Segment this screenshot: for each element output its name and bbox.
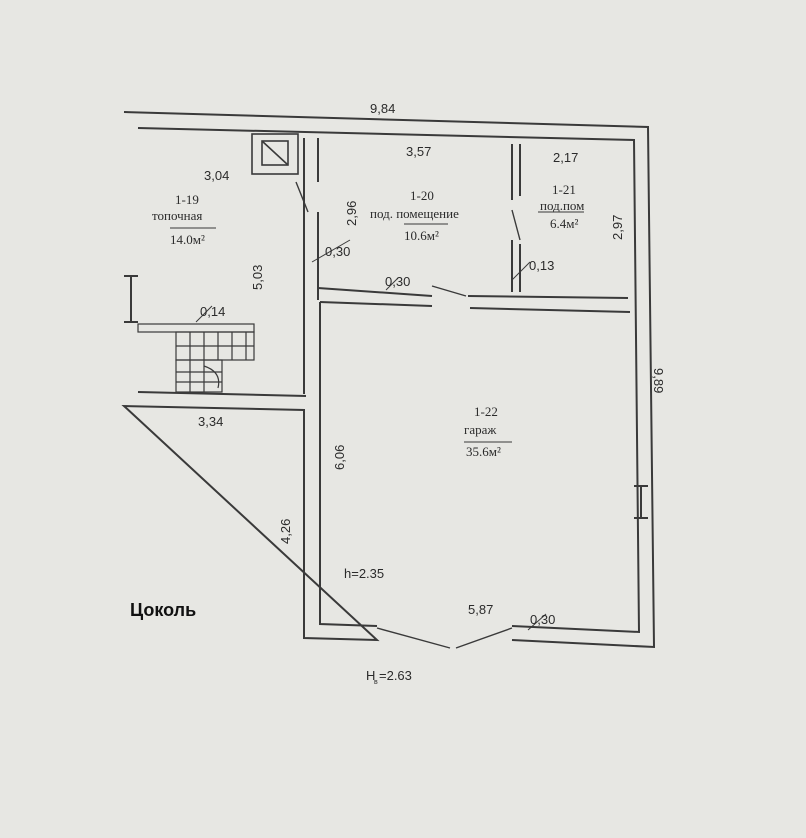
dim-room20-depth: 2,96 bbox=[344, 201, 359, 226]
dim-outer-wall: 0,30 bbox=[530, 612, 555, 627]
dim-room19-width: 3,04 bbox=[204, 168, 229, 183]
room-area: 35.6м² bbox=[466, 444, 501, 459]
dim-wall-19-20: 0,30 bbox=[325, 244, 350, 259]
room-id: 1-19 bbox=[175, 192, 199, 207]
room-id: 1-20 bbox=[410, 188, 434, 203]
dim-left-lower: 4,26 bbox=[278, 519, 293, 544]
room-1-21: 1-21 под.пом 6.4м² bbox=[540, 182, 584, 231]
dim-room20-width: 3,57 bbox=[406, 144, 431, 159]
dim-total-width: 9,84 bbox=[370, 101, 395, 116]
staircase bbox=[137, 323, 255, 393]
room-name: под.пом bbox=[540, 198, 584, 213]
room-area: 14.0м² bbox=[170, 232, 205, 247]
outer-height: H =2.63 bbox=[366, 668, 412, 683]
room-id: 1-22 bbox=[474, 404, 498, 419]
floor-title: Цоколь bbox=[130, 600, 197, 620]
inner-height: h=2.35 bbox=[344, 566, 384, 581]
dim-garage-width: 5,87 bbox=[468, 602, 493, 617]
outer-height-subscript: в bbox=[374, 679, 378, 686]
dim-room21-width: 2,17 bbox=[553, 150, 578, 165]
dim-room19-depth: 5,03 bbox=[250, 265, 265, 290]
dim-garage-depth: 6,06 bbox=[332, 445, 347, 470]
room-1-22: 1-22 гараж 35.6м² bbox=[464, 404, 501, 459]
outer-walls bbox=[121, 111, 656, 649]
doors bbox=[295, 181, 521, 649]
room-id: 1-21 bbox=[552, 182, 576, 197]
room-name: гараж bbox=[464, 422, 497, 437]
dimension-labels: 9,84 3,04 3,57 2,17 5,03 2,96 2,97 0,30 … bbox=[198, 101, 666, 627]
room-area: 6.4м² bbox=[550, 216, 578, 231]
dim-room19-bottom: 3,34 bbox=[198, 414, 223, 429]
room-area: 10.6м² bbox=[404, 228, 439, 243]
dim-total-depth: 9,89 bbox=[651, 368, 666, 393]
dim-stair-wall: 0,14 bbox=[200, 304, 225, 319]
room-1-19: 1-19 топочная 14.0м² bbox=[152, 192, 205, 247]
dimension-leaders bbox=[170, 211, 584, 631]
dim-wall-20-22: 0,30 bbox=[385, 274, 410, 289]
dim-wall-20-21: 0,13 bbox=[529, 258, 554, 273]
dim-room21-depth: 2,97 bbox=[610, 215, 625, 240]
chimney bbox=[251, 133, 299, 175]
room-1-20: 1-20 под. помещение 10.6м² bbox=[370, 188, 459, 243]
room-name: под. помещение bbox=[370, 206, 459, 221]
room-name: топочная bbox=[152, 208, 202, 223]
inner-walls bbox=[124, 138, 648, 519]
